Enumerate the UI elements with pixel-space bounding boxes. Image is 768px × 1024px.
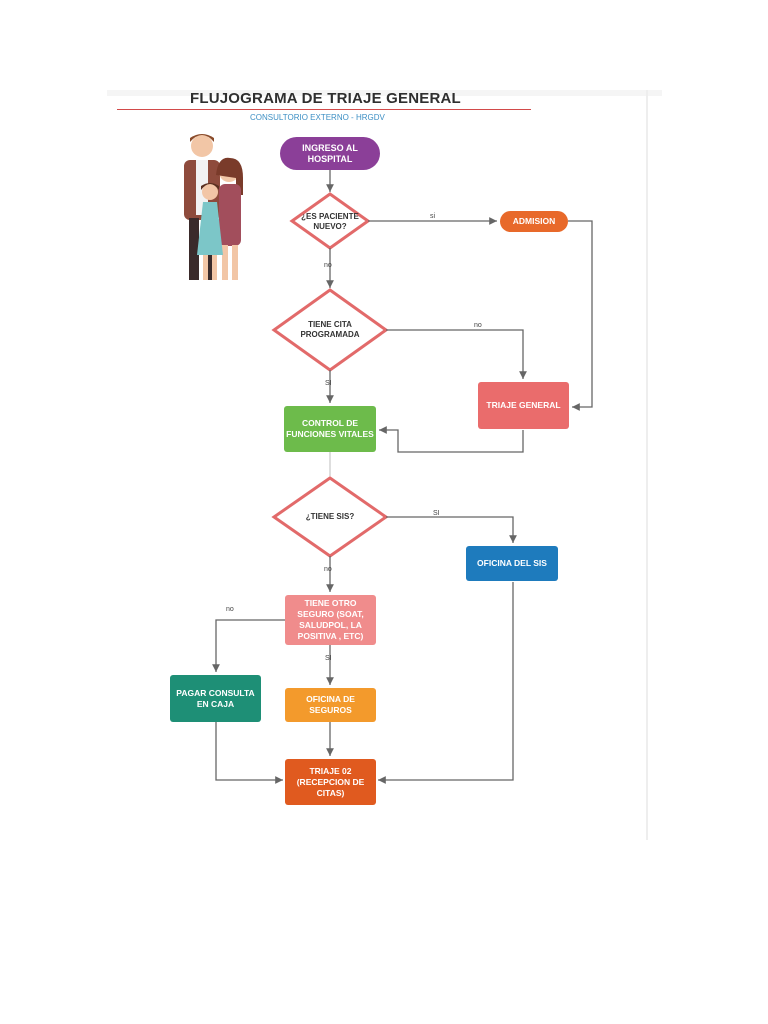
node-triaje-general: TRIAJE GENERAL [478,382,569,429]
node-oficina-del-sis: OFICINA DEL SIS [466,546,558,581]
node-oficina-de-seguros: OFICINA DE SEGUROS [285,688,376,722]
edge-label-seguro-no: no [226,606,234,613]
node-admision: ADMISION [500,211,568,232]
label-es-paciente-nuevo: ¿ES PACIENTE NUEVO? [301,212,359,231]
page-edge [646,90,648,840]
page-title: FLUJOGRAMA DE TRIAJE GENERAL [190,90,461,107]
node-pagar-consulta-en-caja: PAGAR CONSULTA EN CAJA [170,675,261,722]
page-subtitle: CONSULTORIO EXTERNO - HRGDV [250,113,385,122]
node-control-funciones-vitales: CONTROL DE FUNCIONES VITALES [284,406,376,452]
edge-label-nuevo-si: si [430,213,436,220]
title-underline [117,109,531,110]
edge-label-cita-si: SI [325,380,332,387]
edge-label-seguro-si: SI [325,655,332,662]
node-ingreso-al-hospital: INGRESO AL HOSPITAL [280,137,380,170]
label-tiene-sis: ¿TIENE SIS? [305,512,355,521]
label-tiene-cita-programada: TIENE CITA PROGRAMADA [300,320,360,339]
node-triaje-02: TRIAJE 02 (RECEPCION DE CITAS) [285,759,376,805]
node-tiene-otro-seguro: TIENE OTRO SEGURO (SOAT, SALUDPOL, LA PO… [285,595,376,645]
edge-label-sis-no: no [324,566,332,573]
edge-label-nuevo-no: no [324,262,332,269]
edge-label-cita-no: no [474,322,482,329]
edge-label-sis-si: SI [433,510,440,517]
top-band [107,90,662,96]
family-illustration [184,134,243,280]
